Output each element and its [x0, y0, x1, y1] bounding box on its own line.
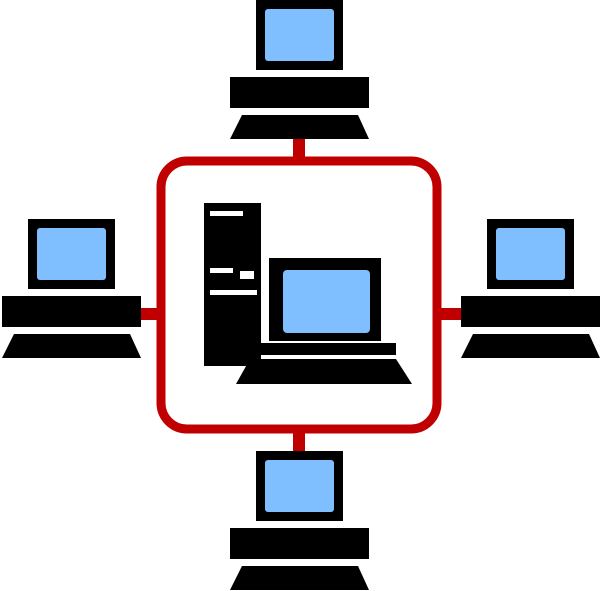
server-tower: [204, 203, 261, 366]
keyboard: [2, 334, 141, 358]
server-monitor-screen: [283, 270, 370, 333]
base-unit: [461, 296, 600, 327]
client-top-desktop-computer-icon: [230, 0, 369, 139]
link-left: [136, 308, 161, 320]
tower-drive-slot-3: [240, 271, 254, 279]
tower-drive-slot-2: [210, 268, 233, 273]
monitor-screen: [37, 228, 106, 280]
link-right: [437, 308, 462, 320]
keyboard: [230, 115, 369, 139]
server-monitor-neck: [250, 343, 396, 355]
monitor-screen: [265, 460, 334, 512]
client-right-desktop-computer-icon: [461, 219, 600, 358]
client-left-desktop-computer-icon: [2, 219, 141, 358]
base-unit: [2, 296, 141, 327]
client-bottom-desktop-computer-icon: [230, 451, 369, 590]
keyboard: [230, 566, 369, 590]
keyboard: [461, 334, 600, 358]
server-keyboard: [236, 359, 412, 384]
base-unit: [230, 528, 369, 559]
link-top: [293, 138, 305, 161]
monitor-screen: [496, 228, 565, 280]
link-bottom: [293, 429, 305, 453]
network-links: [136, 138, 462, 453]
server-workstation-icon: [204, 203, 412, 384]
monitor-screen: [265, 9, 334, 61]
tower-drive-slot-4: [210, 290, 257, 295]
tower-drive-slot-1: [210, 211, 243, 216]
base-unit: [230, 77, 369, 108]
